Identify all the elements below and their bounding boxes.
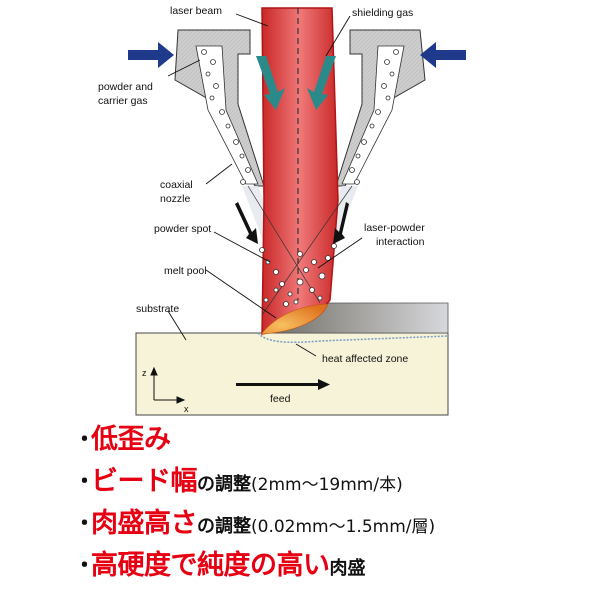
feature-suffix: の調整 [197, 516, 252, 537]
powder-particle [355, 153, 361, 159]
powder-cross-line [247, 185, 321, 304]
feature-highlight: 高硬度で純度の高い [91, 550, 330, 581]
label-nozzle: nozzle [160, 193, 191, 205]
powder-particle [201, 49, 207, 55]
powder-particle [233, 139, 239, 145]
leader-haz [295, 343, 317, 357]
powder-particle [369, 123, 375, 129]
feature-suffix: 肉盛 [329, 558, 366, 579]
feature-highlight: 肉盛高さ [91, 508, 198, 539]
feature-highlight: ビード幅 [91, 466, 198, 497]
leader-shielding-gas [325, 15, 351, 57]
powder-particle [219, 109, 225, 115]
feature-item: ･低歪み [78, 426, 171, 453]
powder-particle [311, 259, 317, 265]
bullet-dot: ･ [78, 551, 92, 581]
powder-particles [201, 49, 399, 307]
inlet-arrow-left [128, 42, 174, 68]
melt-pool [261, 303, 329, 335]
bullet-dot: ･ [78, 509, 92, 539]
substrate-block [135, 332, 449, 416]
label-feed: feed [270, 393, 291, 405]
feature-range: (2mm～19mm/本) [251, 475, 403, 495]
feature-item: ･高硬度で純度の高い肉盛 [78, 552, 366, 579]
powder-particle [385, 95, 391, 101]
powder-particle [259, 247, 265, 253]
powder-particle [309, 287, 315, 293]
powder-particle [239, 153, 245, 159]
powder-particle [240, 179, 246, 185]
feature-suffix: の調整 [197, 474, 252, 495]
powder-particle [283, 301, 289, 307]
powder-particle [381, 83, 387, 89]
shielding-gas-arrow-right [307, 56, 336, 110]
leader-substrate [167, 310, 187, 341]
powder-cross-line [261, 185, 353, 316]
powder-particle [393, 49, 399, 55]
inlet-arrow-right [420, 42, 466, 68]
bullet-dot: ･ [78, 425, 92, 455]
powder-particle [225, 123, 231, 129]
label-powder-and: powder and [98, 81, 153, 93]
leader-powder-spot [213, 231, 271, 263]
shielding-gas-arrow-left [256, 56, 285, 110]
heat-affected-zone [257, 332, 449, 344]
label-axis-z: z [142, 368, 147, 378]
powder-particle [287, 291, 293, 297]
powder-particle [293, 299, 299, 305]
powder-particle [303, 267, 309, 273]
label-laser-beam: laser beam [170, 5, 222, 17]
powder-particle [375, 109, 381, 115]
label-axis-x: x [184, 404, 189, 414]
axis-indicator [150, 366, 186, 404]
label-carrier-gas: carrier gas [98, 95, 148, 107]
bullet-dot: ･ [78, 467, 92, 497]
label-shielding-gas: shielding gas [352, 7, 413, 19]
laser-cladding-diagram: laser beam shielding gas powder and carr… [98, 5, 466, 416]
powder-particle [209, 95, 215, 101]
powder-particle [384, 59, 390, 65]
leader-coaxial-nozzle [205, 163, 233, 185]
powder-particle [273, 287, 279, 293]
label-interaction: interaction [376, 236, 425, 248]
label-laser-powder: laser-powder [364, 222, 425, 234]
label-powder-spot: powder spot [154, 223, 211, 235]
feature-item: ･ビード幅の調整(2mm～19mm/本) [78, 468, 403, 495]
label-substrate: substrate [136, 303, 179, 315]
powder-particle [296, 278, 304, 286]
powder-particle [354, 179, 360, 185]
powder-particle [389, 71, 395, 77]
powder-particle [205, 71, 211, 77]
feature-item: ･肉盛高さの調整(0.02mm～1.5mm/層) [78, 510, 435, 537]
powder-particle [325, 255, 331, 261]
right-powder-channel [341, 45, 405, 185]
left-powder-channel [195, 45, 259, 185]
powder-particle [263, 297, 269, 303]
powder-particle [213, 83, 219, 89]
label-heat-affected-zone: heat affected zone [322, 353, 408, 365]
feed-arrow [236, 379, 330, 390]
leader-powder-carrier [167, 59, 201, 77]
powder-particle [273, 269, 279, 275]
powder-flow-arrow-right [333, 202, 349, 244]
powder-particle [361, 139, 367, 145]
powder-particle [349, 167, 355, 173]
powder-particle [331, 243, 337, 249]
powder-particle [210, 59, 216, 65]
label-melt-pool: melt pool [164, 265, 207, 277]
feature-range: (0.02mm～1.5mm/層) [251, 517, 436, 537]
powder-flow-arrow-left [235, 202, 258, 244]
leader-laser-beam [235, 13, 269, 27]
powder-particle [317, 295, 323, 301]
leader-laser-powder [317, 237, 363, 269]
powder-particle [245, 167, 251, 173]
powder-particle [297, 251, 303, 257]
feature-highlight: 低歪み [91, 424, 171, 455]
powder-particle [279, 281, 285, 287]
label-coaxial: coaxial [160, 179, 193, 191]
powder-particle [318, 272, 326, 280]
leader-melt-pool [205, 269, 277, 319]
